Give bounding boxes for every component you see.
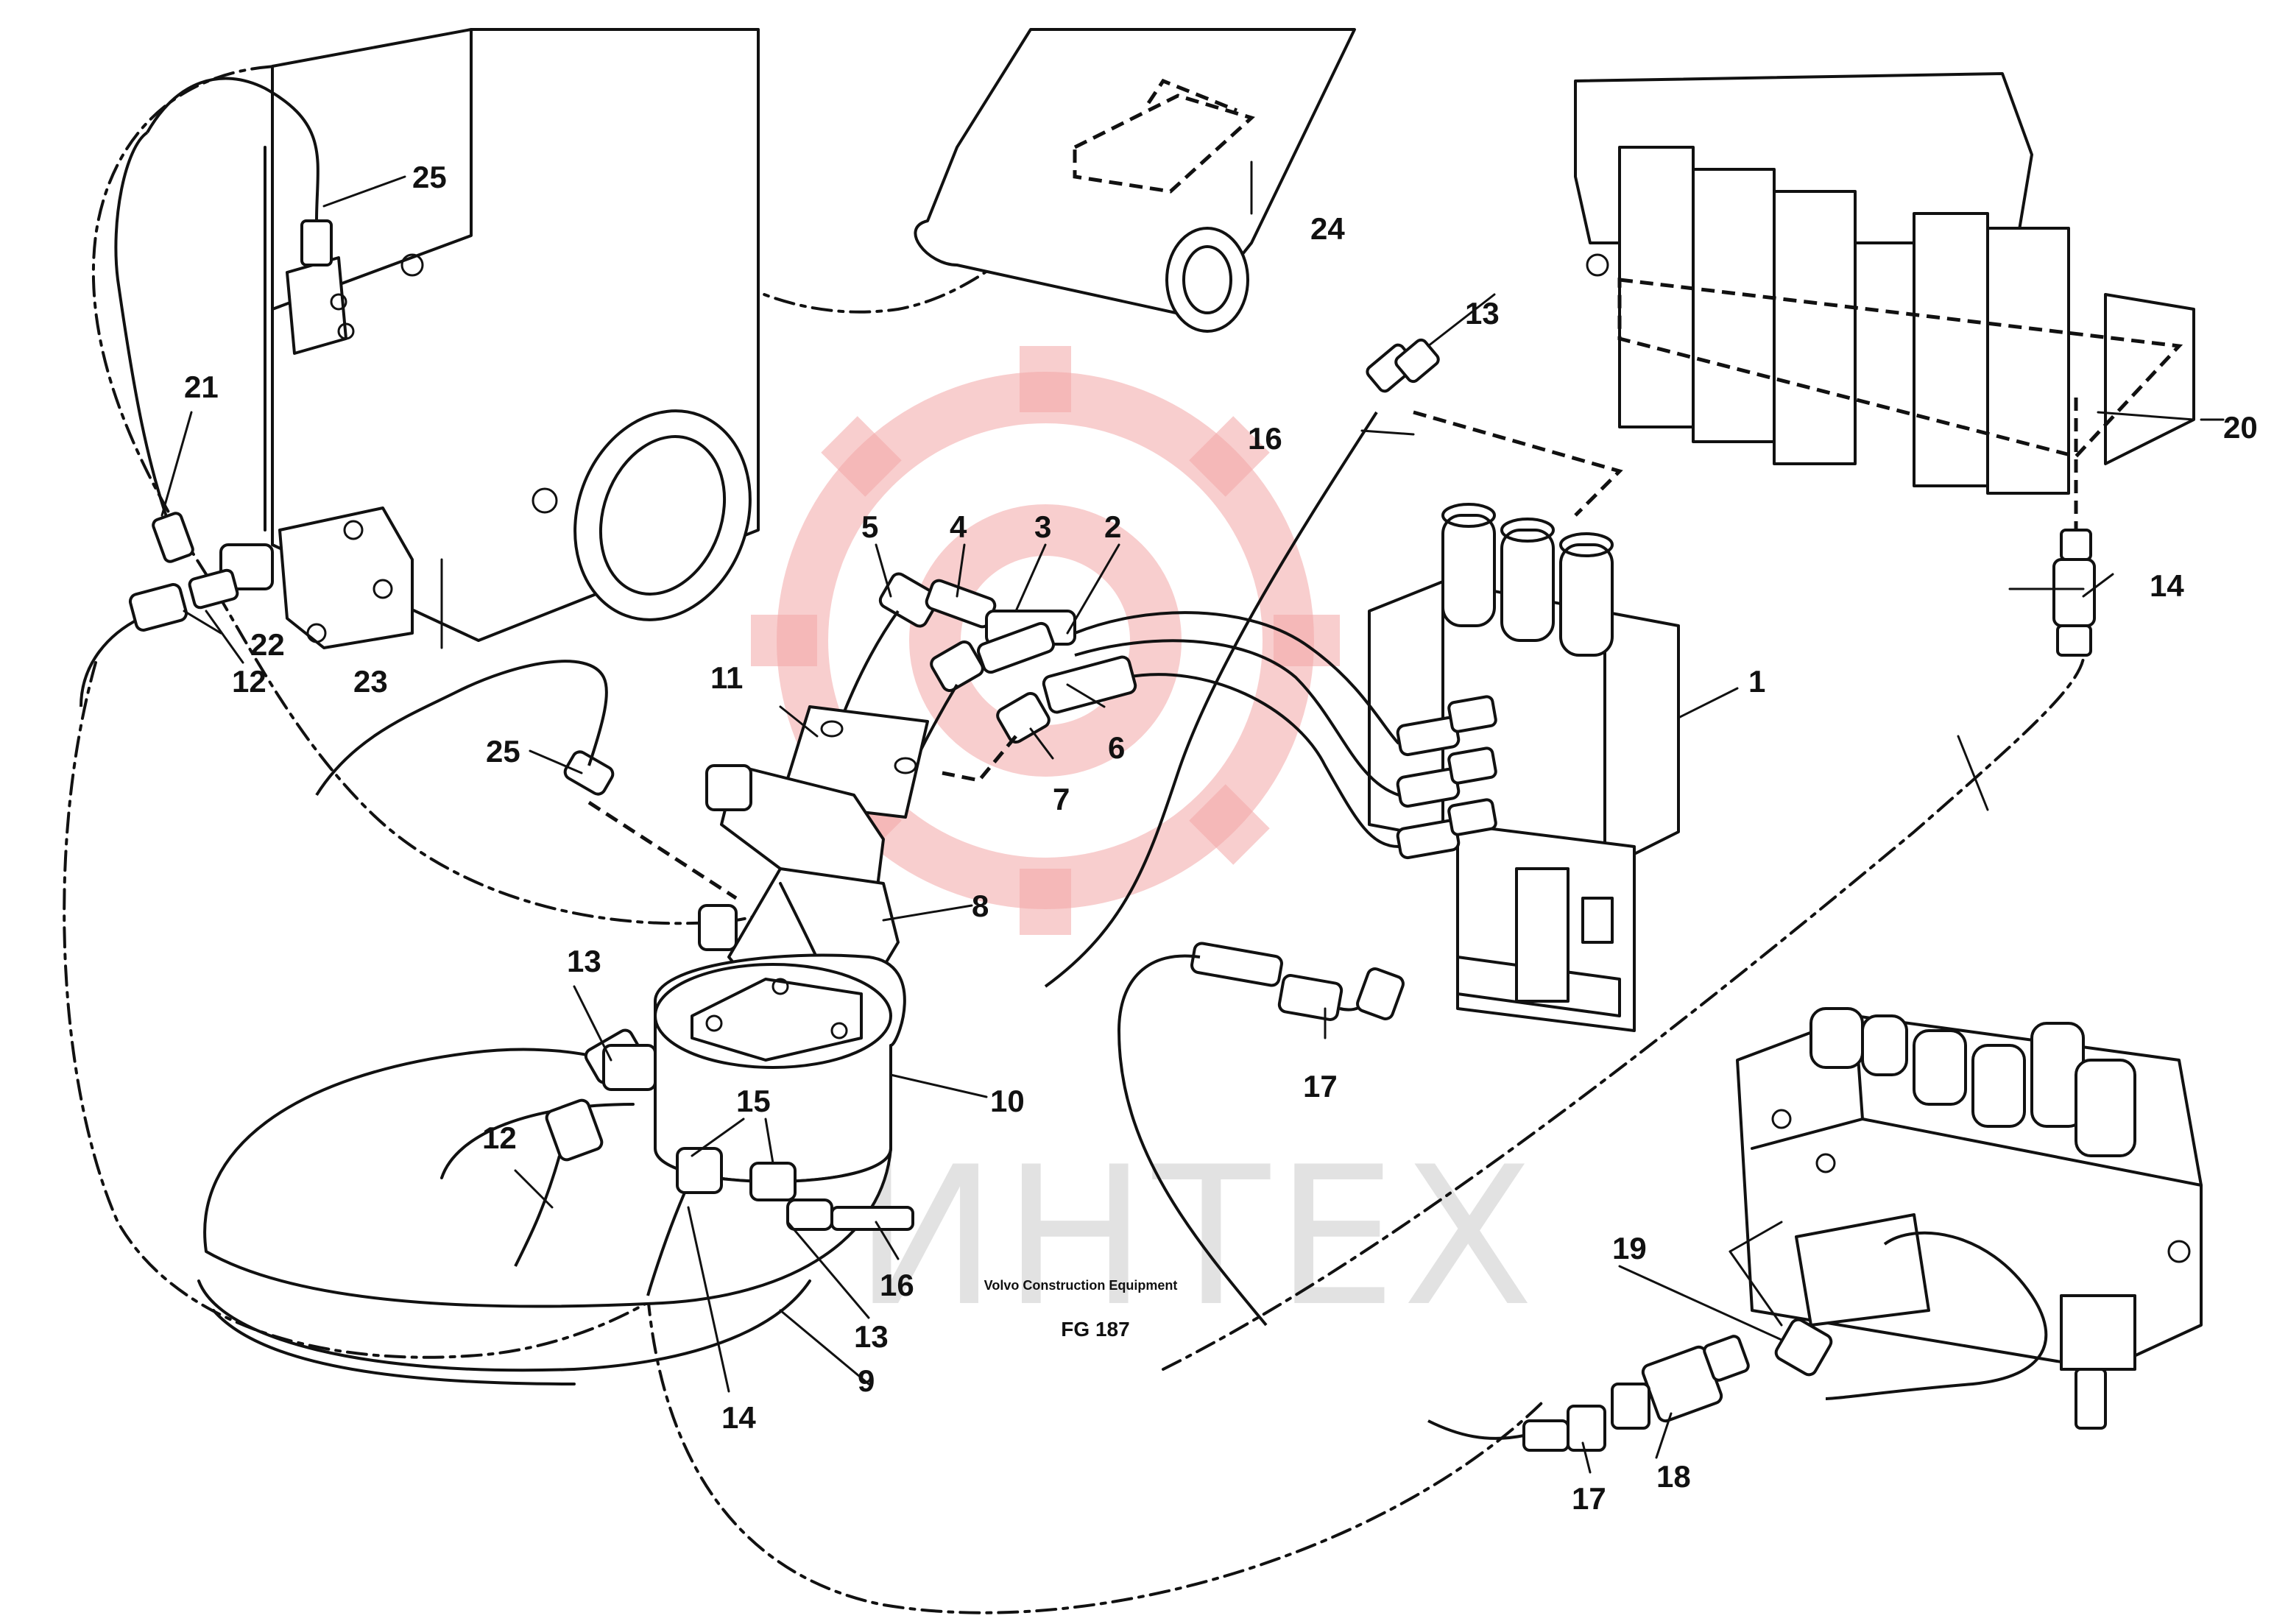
callout-7: 7 <box>1053 782 1070 816</box>
part-21-hose <box>114 131 178 546</box>
callout-12-lower: 12 <box>482 1120 517 1155</box>
callout-3: 3 <box>1034 509 1051 544</box>
callout-9: 9 <box>858 1363 875 1398</box>
callout-12-upper: 12 <box>232 664 266 699</box>
callout-25-top: 25 <box>412 160 447 194</box>
part-12-fitting-lower <box>514 1098 604 1267</box>
dashed-connection-16-1 <box>1413 410 1623 517</box>
part-14-fitting-right <box>2052 398 2096 657</box>
callout-25-middle: 25 <box>486 734 520 769</box>
callout-14-right: 14 <box>2150 568 2184 603</box>
callout-16-bottom: 16 <box>880 1268 914 1302</box>
part-15-fitting <box>749 1162 797 1201</box>
part-9-base-frame <box>197 1048 892 1385</box>
callout-16-top: 16 <box>1248 421 1282 456</box>
part-22-valve-block <box>219 506 414 649</box>
callout-4: 4 <box>950 509 967 544</box>
caption-code: FG 187 <box>1061 1318 1129 1341</box>
callout-14-bottom: 14 <box>721 1400 756 1435</box>
part-16-fitting-lower <box>786 1198 914 1231</box>
callout-10: 10 <box>990 1084 1025 1118</box>
callout-13-top: 13 <box>1465 296 1500 331</box>
callout-5: 5 <box>861 509 878 544</box>
part-17-fitting-bottom <box>1427 1405 1606 1452</box>
part-17-hose-middle <box>1117 942 1405 1327</box>
part-12-hose-upper <box>80 617 141 707</box>
callout-8: 8 <box>972 889 989 923</box>
hose-1-to-2-lower <box>1074 639 1399 797</box>
boundary-outline-right <box>1162 646 2086 1371</box>
callout-1: 1 <box>1748 664 1765 699</box>
part-16-hose-top <box>1044 411 1378 988</box>
callout-labels: 1 2 3 4 5 6 7 8 9 10 11 12 12 13 13 13 1… <box>184 160 2258 1516</box>
callout-11: 11 <box>710 660 743 695</box>
parts-2-7-fittings <box>823 572 1137 783</box>
part-21-fitting <box>152 512 194 563</box>
gear-logo-watermark <box>751 346 1340 935</box>
boundary-outline-bottom <box>646 1294 1547 1614</box>
part-22-fitting <box>188 568 239 610</box>
part-23-housing <box>264 28 760 642</box>
callout-2: 2 <box>1104 509 1121 544</box>
hose-1-to-2-upper <box>1074 611 1400 745</box>
callout-15: 15 <box>736 1084 771 1118</box>
part-13-fitting-left <box>584 1028 657 1091</box>
part-12-fitting-upper <box>128 583 188 632</box>
caption-manufacturer: Volvo Construction Equipment <box>984 1278 1178 1293</box>
hose-1-to-6 <box>1126 673 1399 848</box>
part-14-fitting-lower <box>646 1147 723 1296</box>
part-10-gearbox <box>654 953 906 1183</box>
callout-17-bottom: 17 <box>1572 1481 1606 1516</box>
callout-17-middle: 17 <box>1303 1069 1338 1104</box>
watermark-text: ИНТЕХ <box>854 1126 1539 1349</box>
part-19-valve-bank <box>1736 1007 2203 1430</box>
callout-24: 24 <box>1310 211 1345 246</box>
part-25-hose-middle <box>315 660 738 900</box>
callout-19: 19 <box>1612 1231 1647 1265</box>
part-24-boom <box>914 28 1356 333</box>
part-1-hose-fittings <box>1396 695 1497 860</box>
callout-6: 6 <box>1108 730 1125 765</box>
part-20-valve-bank <box>1574 72 2195 495</box>
boundary-outline-left <box>91 64 851 925</box>
part-25-valve-top <box>146 77 355 355</box>
part-13-fitting-top <box>1366 338 1440 393</box>
callout-20: 20 <box>2223 410 2258 445</box>
leader-lines <box>160 160 2225 1474</box>
callout-18: 18 <box>1656 1459 1691 1494</box>
boundary-outline-outer <box>63 661 693 1359</box>
part-1-valve-block <box>1368 503 1680 1032</box>
callout-23: 23 <box>353 664 388 699</box>
figure-caption: Volvo Construction Equipment FG 187 <box>984 1278 1178 1341</box>
callout-21: 21 <box>184 370 219 404</box>
callout-13-bottom: 13 <box>854 1319 889 1354</box>
callout-13-left: 13 <box>567 944 601 978</box>
callout-22: 22 <box>250 627 285 662</box>
part-18-coupling <box>1611 1318 1833 1430</box>
